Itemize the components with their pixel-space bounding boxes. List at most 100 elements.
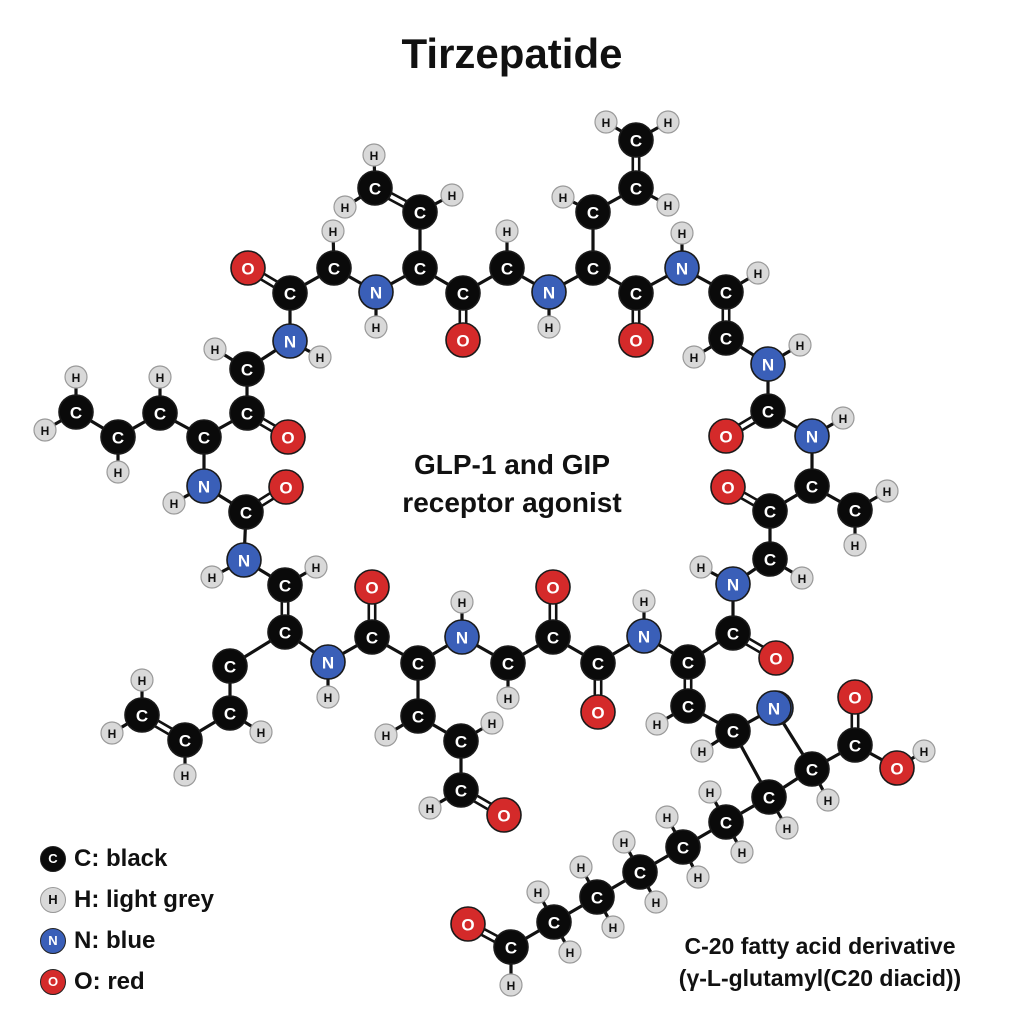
svg-text:H: H — [257, 726, 266, 740]
oxygen-atom-icon: O — [40, 968, 66, 995]
svg-text:H: H — [372, 321, 381, 335]
carbon-atom-icon: C — [400, 645, 436, 681]
hydrogen-atom-icon: H — [632, 589, 656, 613]
nitrogen-atom-icon: N — [358, 274, 394, 310]
hydrogen-atom-icon: H — [203, 337, 227, 361]
svg-text:C: C — [682, 698, 694, 717]
svg-text:H: H — [783, 822, 792, 836]
carbon-atom-icon: C — [837, 727, 873, 763]
oxygen-atom-icon: O — [879, 750, 915, 786]
hydrogen-atom-icon: H — [173, 763, 197, 787]
svg-text:C: C — [591, 889, 603, 908]
carbon-atom-icon: C — [752, 541, 788, 577]
svg-text:C: C — [241, 405, 253, 424]
svg-text:C: C — [224, 705, 236, 724]
hydrogen-atom-icon: H — [594, 110, 618, 134]
hydrogen-atom-icon: H — [645, 712, 669, 736]
hydrogen-atom-icon: H — [670, 221, 694, 245]
svg-text:C: C — [455, 733, 467, 752]
hydrogen-atom-icon: H — [33, 418, 57, 442]
nitrogen-atom-icon: N — [272, 323, 308, 359]
svg-text:H: H — [653, 718, 662, 732]
hydrogen-atom-icon: H — [130, 668, 154, 692]
legend-item-hydrogen: H H: light grey — [40, 879, 214, 920]
svg-text:H: H — [341, 201, 350, 215]
atom-color-legend: C C: black H H: light grey N N: blue O O… — [40, 838, 214, 1002]
svg-text:C: C — [763, 789, 775, 808]
oxygen-atom-icon: O — [450, 906, 486, 942]
svg-text:H: H — [698, 745, 707, 759]
hydrogen-atom-icon: H — [689, 555, 713, 579]
hydrogen-atom-icon: H — [816, 788, 840, 812]
svg-text:N: N — [284, 333, 296, 352]
oxygen-atom-icon: O — [580, 694, 616, 730]
legend-label: H: light grey — [74, 885, 215, 913]
carbon-atom-icon: C — [443, 723, 479, 759]
carbon-atom-icon: C — [622, 854, 658, 890]
svg-text:C: C — [630, 285, 642, 304]
svg-text:C: C — [727, 625, 739, 644]
nitrogen-atom-icon: N — [756, 690, 792, 726]
svg-text:H: H — [504, 692, 513, 706]
hydrogen-atom-icon: H — [40, 886, 66, 913]
nitrogen-atom-icon: N — [310, 644, 346, 680]
svg-text:C: C — [764, 503, 776, 522]
svg-text:C: C — [414, 204, 426, 223]
svg-text:H: H — [798, 572, 807, 586]
carbon-atom-icon: C — [58, 394, 94, 430]
carbon-atom-icon: C — [445, 275, 481, 311]
hydrogen-atom-icon: H — [64, 365, 88, 389]
svg-text:C: C — [328, 260, 340, 279]
carbon-atom-icon: C — [708, 274, 744, 310]
carbon-atom-icon: C — [229, 395, 265, 431]
hydrogen-atom-icon: H — [100, 721, 124, 745]
svg-text:H: H — [796, 339, 805, 353]
carbon-atom-icon: C — [708, 804, 744, 840]
carbon-atom-icon: C — [751, 779, 787, 815]
oxygen-atom-icon: O — [708, 418, 744, 454]
hydrogen-atom-icon: H — [912, 739, 936, 763]
hydrogen-atom-icon: H — [656, 193, 680, 217]
svg-text:O: O — [721, 479, 734, 498]
svg-text:H: H — [458, 596, 467, 610]
carbon-atom-icon: C — [670, 644, 706, 680]
svg-text:C: C — [279, 624, 291, 643]
svg-text:H: H — [108, 727, 117, 741]
svg-text:C: C — [369, 180, 381, 199]
hydrogen-atom-icon: H — [788, 333, 812, 357]
svg-text:C: C — [592, 655, 604, 674]
svg-text:H: H — [72, 371, 81, 385]
svg-text:O: O — [719, 428, 732, 447]
hydrogen-atom-icon: H — [569, 855, 593, 879]
nitrogen-atom-icon: N — [226, 542, 262, 578]
svg-text:H: H — [697, 561, 706, 575]
hydrogen-atom-icon: H — [440, 183, 464, 207]
carbon-atom-icon: C — [400, 698, 436, 734]
hydrogen-atom-icon: H — [790, 566, 814, 590]
svg-text:C: C — [501, 260, 513, 279]
oxygen-atom-icon: O — [486, 797, 522, 833]
carbon-atom-icon: C — [267, 614, 303, 650]
carbon-atom-icon: C — [536, 904, 572, 940]
fatty-acid-label: C-20 fatty acid derivative (γ-L-glutamyl… — [620, 930, 1020, 994]
hydrogen-atom-icon: H — [333, 195, 357, 219]
legend-item-carbon: C C: black — [40, 838, 214, 879]
carbon-atom-icon: C — [40, 845, 66, 872]
svg-text:O: O — [461, 916, 474, 935]
svg-text:O: O — [279, 479, 292, 498]
carbon-atom-icon: C — [618, 122, 654, 158]
svg-text:C: C — [548, 914, 560, 933]
carbon-atom-icon: C — [124, 697, 160, 733]
svg-text:O: O — [281, 429, 294, 448]
legend-label: C: black — [74, 844, 168, 872]
oxygen-atom-icon: O — [758, 640, 794, 676]
carbon-atom-icon: C — [489, 250, 525, 286]
nitrogen-atom-icon: N — [664, 250, 700, 286]
svg-text:N: N — [370, 284, 382, 303]
svg-text:O: O — [890, 760, 903, 779]
svg-text:H: H — [664, 199, 673, 213]
svg-text:C: C — [630, 132, 642, 151]
svg-text:C: C — [806, 478, 818, 497]
carbon-atom-icon: C — [575, 250, 611, 286]
